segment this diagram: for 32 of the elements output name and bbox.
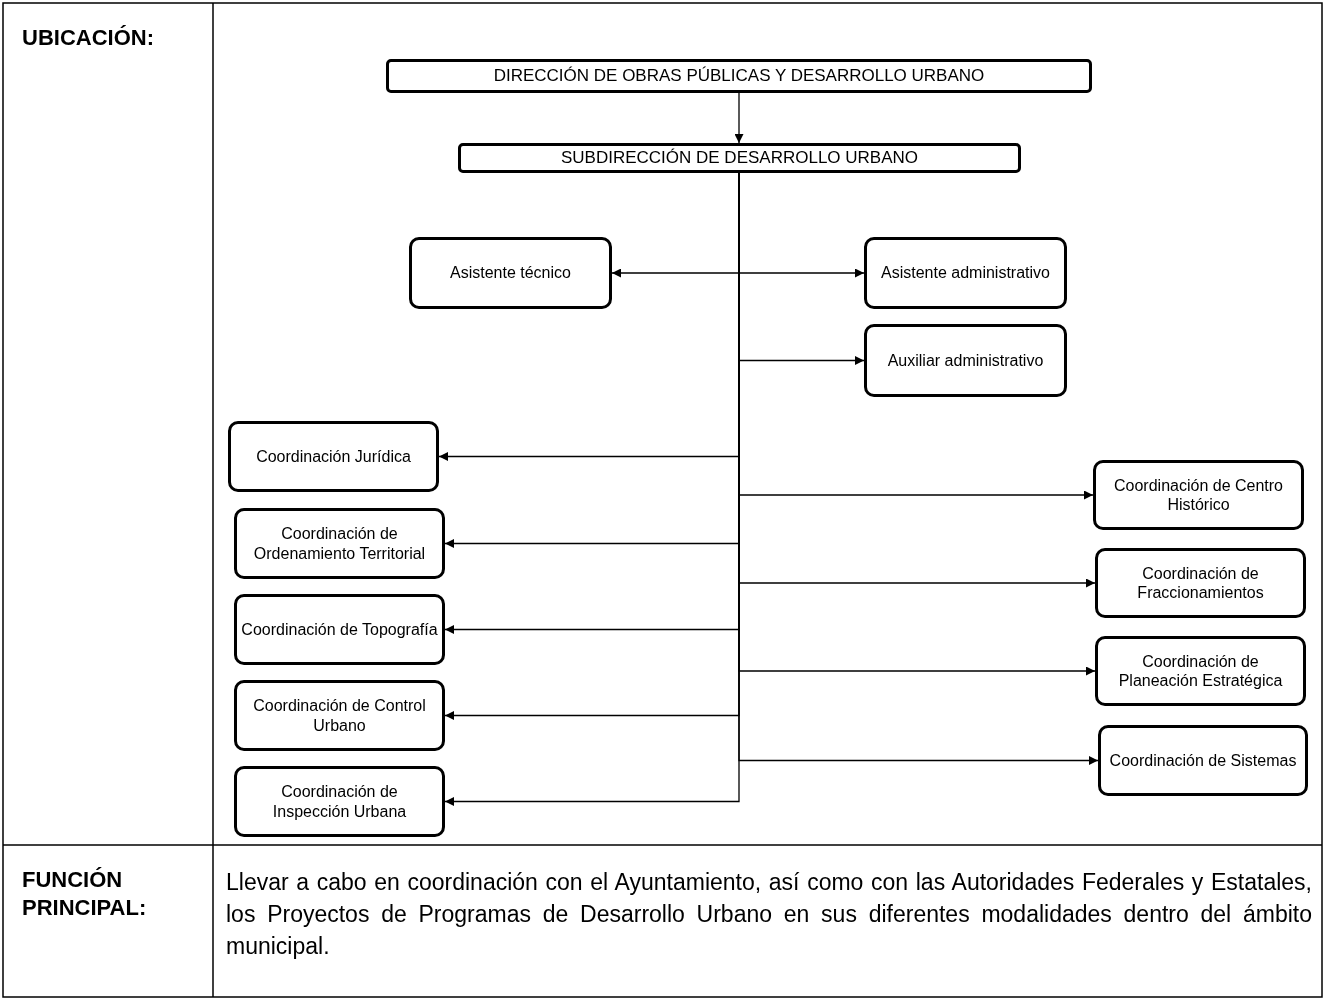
- node-label: SUBDIRECCIÓN DE DESARROLLO URBANO: [560, 147, 919, 170]
- node-label: Auxiliar administrativo: [887, 350, 1044, 371]
- row-heading: FUNCIÓN PRINCIPAL:: [22, 866, 148, 921]
- role-box: [234, 508, 445, 579]
- row-heading: UBICACIÓN:: [22, 24, 155, 52]
- role-box: [1095, 636, 1306, 706]
- role-box: [1095, 548, 1306, 618]
- node-label: Asistente técnico: [450, 263, 571, 283]
- node-label: Coordinación Jurídica: [256, 446, 411, 467]
- node-label: Coordinación de Centro Histórico: [1113, 475, 1284, 515]
- node-label: Coordinación de Planeación Estratégica: [1117, 651, 1284, 691]
- role-box: [234, 594, 445, 665]
- role-box: [234, 680, 445, 751]
- node-label: Asistente administrativo: [881, 263, 1050, 283]
- node-label: Coordinación de Fraccionamientos: [1136, 563, 1265, 603]
- role-box: [228, 421, 439, 492]
- node-label: Coordinación de Control Urbano: [252, 696, 427, 735]
- role-box: [1098, 725, 1308, 796]
- node-label: DIRECCIÓN DE OBRAS PÚBLICAS Y DESARROLLO URBANO: [493, 65, 985, 88]
- connector-arrow: [734, 92, 744, 144]
- node-label: Coordinación de Ordenamiento Territorial: [252, 524, 427, 563]
- role-box: [864, 237, 1067, 309]
- role-box: [234, 766, 445, 837]
- role-box: [864, 324, 1067, 397]
- node-label: Coordinación de Sistemas: [1109, 750, 1297, 771]
- node-label: Coordinación de Topografía: [241, 619, 438, 640]
- unit-box: [458, 143, 1021, 173]
- role-box: [1093, 460, 1304, 530]
- description-text: Llevar a cabo en coordinación con el Ayuntamiento, así como con las Autoridades Federales y Estatales, los Proyectos de Programas de Desarrollo Urbano en sus diferentes modalidades dentro del ámbito municipal.: [226, 868, 1312, 961]
- role-box: [409, 237, 612, 309]
- node-label: Coordinación de Inspección Urbana: [271, 782, 408, 821]
- unit-box: [386, 59, 1092, 93]
